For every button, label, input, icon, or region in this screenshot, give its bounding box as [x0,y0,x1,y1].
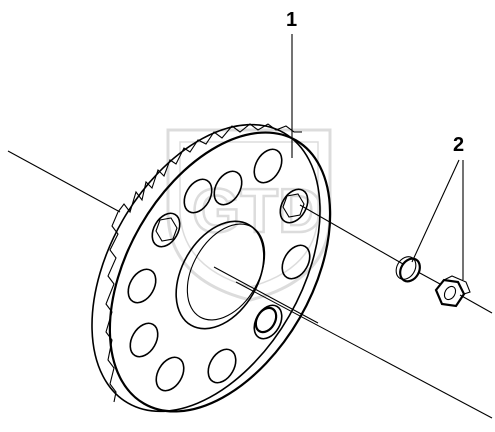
callout-1: 1 [286,9,297,31]
bolt-holes [127,148,311,392]
callout-2: 2 [453,134,464,156]
flange-disc [91,123,332,413]
watermark-emblem: GTD [166,128,332,302]
stud-end [254,306,278,334]
hub-opening [175,220,265,330]
axis-line-left [7,150,121,213]
axis-line-right-hub [299,204,404,265]
serrated-rim [117,123,302,214]
hub-opening-inner [186,223,266,321]
hex-nut [434,275,471,308]
lower-axis-line [235,281,493,419]
washer [395,256,421,283]
axis-line-end [459,294,493,314]
bolt-head [282,193,305,218]
bolt-head [155,217,178,242]
axis-line-center [213,266,319,324]
leader-line-part-2-washer [411,159,460,263]
axis-line-washer-nut [417,271,441,285]
serrated-rim-left [105,211,119,403]
svg-text:GTD: GTD [192,177,323,246]
